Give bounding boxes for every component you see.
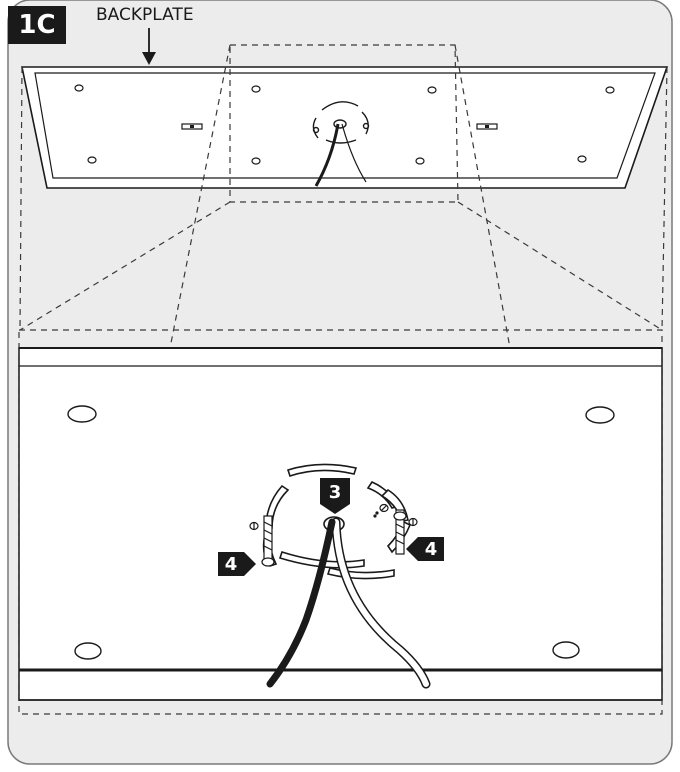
mounting-hole: [427, 86, 437, 94]
callout-4-right-marker: [406, 537, 444, 561]
black-wire: [266, 518, 336, 688]
backplate-arrowhead: [142, 52, 156, 65]
backplate-overview: [21, 28, 669, 189]
mounting-hole: [251, 157, 261, 165]
step-number-badge: 1C: [8, 6, 66, 44]
white-wire-fill: [333, 519, 429, 687]
mounting-slot: [485, 125, 489, 128]
mounting-hole: [605, 86, 615, 94]
callout-4-right-label: 4: [424, 538, 438, 560]
callout-3-marker: [320, 478, 350, 514]
mounting-hole: [577, 155, 587, 163]
backplate-detail: [18, 347, 663, 701]
callout-3-label: 3: [328, 481, 342, 503]
mounting-hole-large: [74, 642, 102, 660]
mounting-slot: [190, 125, 194, 128]
white-wire-small: [341, 123, 367, 183]
center-bracket-small: [312, 101, 370, 144]
mounting-hole: [415, 157, 425, 165]
mounting-hole: [74, 84, 84, 92]
screw-right: [393, 509, 418, 555]
callout-4-left-marker: [218, 552, 256, 576]
mounting-hole-large: [585, 406, 615, 424]
mounting-hole: [251, 85, 261, 93]
mounting-hole-large: [67, 405, 97, 423]
screw-left: [249, 515, 275, 567]
mounting-hole: [87, 156, 97, 164]
callout-4-left-label: 4: [224, 553, 238, 575]
black-wire-small: [314, 123, 340, 187]
zoom-source-box: [229, 44, 459, 203]
backplate-label: BACKPLATE: [96, 5, 194, 25]
ground-screw: [373, 503, 389, 518]
mounting-hole-large: [552, 641, 580, 659]
